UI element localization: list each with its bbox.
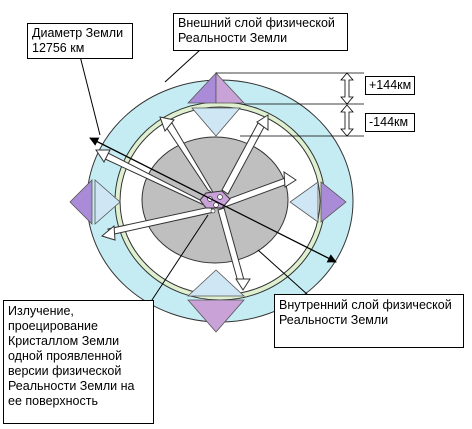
triangle-bottom-outer [187,299,245,333]
emission-leader [149,214,209,304]
outer-layer-leader [164,49,201,83]
diameter-label: Диаметр Земли 12756 км [27,23,133,59]
plus-measure-arrow [340,72,354,105]
diameter-leader [79,55,101,136]
triangle-top-inner [191,107,241,137]
outer-layer-label: Внешний слой физической Реальности Земли [173,13,348,51]
diameter-arrow [89,137,337,263]
triangle-top-outer-b [215,71,245,104]
plus-144-label: +144км [365,76,415,95]
inner-layer-label: Внутренний слой физической Реальности Зе… [274,294,464,348]
minus-144-label: -144км [365,113,415,132]
emission-label: Излучение, проецирование Кристаллом Земл… [3,300,154,424]
triangle-bottom-inner [186,269,246,297]
minus-measure-arrow [340,104,354,137]
inner-layer-leader [257,249,309,296]
triangle-left-outer [69,179,93,225]
